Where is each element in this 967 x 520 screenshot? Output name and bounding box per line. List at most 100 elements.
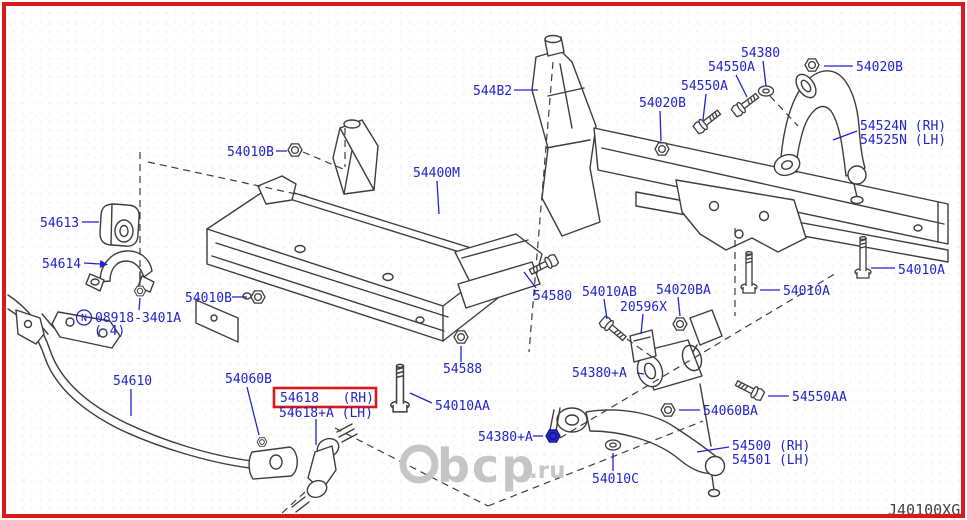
leader-line bbox=[696, 446, 730, 453]
line-art-shape bbox=[269, 454, 283, 470]
part-label-54060ba[interactable]: 54060BA bbox=[703, 404, 758, 419]
part-label-54500-rh[interactable]: 54500 (RH) bbox=[732, 439, 810, 454]
part-label-54010ab[interactable]: 54010AB bbox=[582, 285, 637, 300]
part-label-54010b[interactable]: 54010B bbox=[227, 145, 274, 160]
nut-icon bbox=[672, 317, 688, 331]
line-art-shape bbox=[544, 34, 562, 44]
lower-control-arm-art bbox=[549, 309, 726, 498]
leader-line bbox=[636, 372, 645, 375]
rear-beam-art bbox=[531, 34, 949, 263]
part-label-54010a[interactable]: 54010A bbox=[783, 284, 830, 299]
part-label-54588[interactable]: 54588 bbox=[443, 362, 482, 377]
leader-line bbox=[436, 180, 440, 215]
line-art-shape bbox=[248, 446, 298, 480]
part-label-544b2[interactable]: 544B2 bbox=[473, 84, 512, 99]
leader-line bbox=[640, 313, 644, 335]
line-art-shape bbox=[195, 299, 239, 343]
leader-line bbox=[702, 93, 707, 121]
part-label-4: ( 4) bbox=[94, 324, 125, 339]
part-label-54550aa[interactable]: 54550AA bbox=[792, 390, 847, 405]
leader-line bbox=[603, 298, 608, 320]
leader-arrowhead bbox=[99, 260, 108, 268]
part-label-54614[interactable]: 54614 bbox=[42, 257, 81, 272]
part-label-54010aa[interactable]: 54010AA bbox=[435, 399, 490, 414]
part-label-54613[interactable]: 54613 bbox=[40, 216, 79, 231]
nut-icon bbox=[256, 437, 268, 447]
line-art-shape bbox=[242, 292, 252, 300]
part-label-54550a[interactable]: 54550A bbox=[708, 60, 755, 75]
line-art-shape bbox=[306, 479, 328, 499]
line-art-shape bbox=[913, 224, 923, 232]
assembly-dashed-line bbox=[626, 338, 653, 358]
part-label-54400m[interactable]: 54400M bbox=[413, 166, 460, 181]
line-art-shape bbox=[114, 219, 134, 243]
line-art-shape bbox=[601, 147, 945, 243]
nut-icon bbox=[654, 142, 670, 156]
dashed-guides bbox=[139, 61, 839, 515]
nut-icon bbox=[804, 58, 820, 72]
assembly-dashed-line bbox=[147, 161, 311, 198]
line-art-shape bbox=[692, 344, 712, 447]
line-art-shape bbox=[707, 488, 721, 498]
part-label-54501-lh[interactable]: 54501 (LH) bbox=[732, 453, 810, 468]
line-art-shape bbox=[711, 475, 715, 491]
nut-icon bbox=[453, 330, 469, 344]
leader-line bbox=[83, 262, 101, 265]
leader-line bbox=[659, 110, 662, 142]
part-label-54618-rh[interactable]: 54618 (RH) bbox=[280, 391, 374, 406]
line-art-shape bbox=[263, 185, 501, 258]
part-label-54610[interactable]: 54610 bbox=[113, 374, 152, 389]
leader-line bbox=[832, 130, 858, 141]
watermark: bcp .ru bbox=[399, 439, 565, 493]
washer-icon bbox=[604, 439, 622, 451]
line-art-shape bbox=[800, 79, 812, 93]
part-label-54060b[interactable]: 54060B bbox=[225, 372, 272, 387]
part-label-54020b[interactable]: 54020B bbox=[639, 96, 686, 111]
line-art-shape bbox=[210, 314, 218, 322]
part-label-54380+a[interactable]: 54380+A bbox=[572, 366, 627, 381]
highlighted-nut-icon bbox=[545, 429, 561, 443]
assembly-dashed-line bbox=[302, 151, 344, 170]
assembly-dashed-line bbox=[334, 427, 489, 507]
line-art-shape bbox=[90, 278, 100, 286]
part-label-54380+a[interactable]: 54380+A bbox=[478, 430, 533, 445]
part-label-54380[interactable]: 54380 bbox=[741, 46, 780, 61]
part-label-54020ba[interactable]: 54020BA bbox=[656, 283, 711, 298]
selected-part-highlight-box bbox=[272, 386, 378, 409]
boltv-icon bbox=[740, 251, 758, 294]
nut-icon bbox=[133, 285, 147, 297]
diagram-code-label: J40100XG bbox=[888, 501, 960, 519]
line-art-shape bbox=[681, 344, 703, 372]
stabilizer-bracket-art bbox=[85, 250, 155, 293]
part-label-54010b[interactable]: 54010B bbox=[185, 291, 232, 306]
part-label-54010a[interactable]: 54010A bbox=[898, 263, 945, 278]
part-label-54550a[interactable]: 54550A bbox=[681, 79, 728, 94]
line-art-shape bbox=[689, 309, 723, 346]
watermark-logo-ring bbox=[399, 444, 439, 484]
part-label-54525n-lh[interactable]: 54525N (LH) bbox=[860, 133, 946, 148]
circled-n-letter: N bbox=[81, 313, 87, 324]
leader-line bbox=[138, 297, 141, 311]
line-art-shape bbox=[457, 261, 541, 309]
part-label-54020b[interactable]: 54020B bbox=[856, 60, 903, 75]
bolt-icon bbox=[597, 314, 629, 344]
nut-icon bbox=[660, 403, 676, 417]
part-label-54524n-rh[interactable]: 54524N (RH) bbox=[860, 119, 946, 134]
part-label-54010c[interactable]: 54010C bbox=[592, 472, 639, 487]
line-art-shape bbox=[545, 63, 591, 149]
line-art-shape bbox=[65, 317, 75, 327]
assembly-dashed-line bbox=[769, 95, 799, 127]
part-label-08918-3401a[interactable]: 08918-3401A bbox=[95, 311, 181, 326]
line-art-shape bbox=[343, 119, 361, 129]
assembly-dashed-line bbox=[559, 271, 839, 439]
part-label-54580[interactable]: 54580 bbox=[533, 289, 572, 304]
line-art-shape bbox=[758, 210, 770, 222]
line-art-shape bbox=[773, 153, 801, 177]
part-label-20596x[interactable]: 20596X bbox=[620, 300, 667, 315]
part-label-54618+a-lh[interactable]: 54618+A (LH) bbox=[279, 406, 373, 421]
line-art-shape bbox=[415, 316, 425, 324]
stabilizer-link-art bbox=[291, 423, 358, 513]
assembly-dashed-line bbox=[528, 61, 554, 353]
upper-control-arm-art bbox=[773, 70, 867, 205]
